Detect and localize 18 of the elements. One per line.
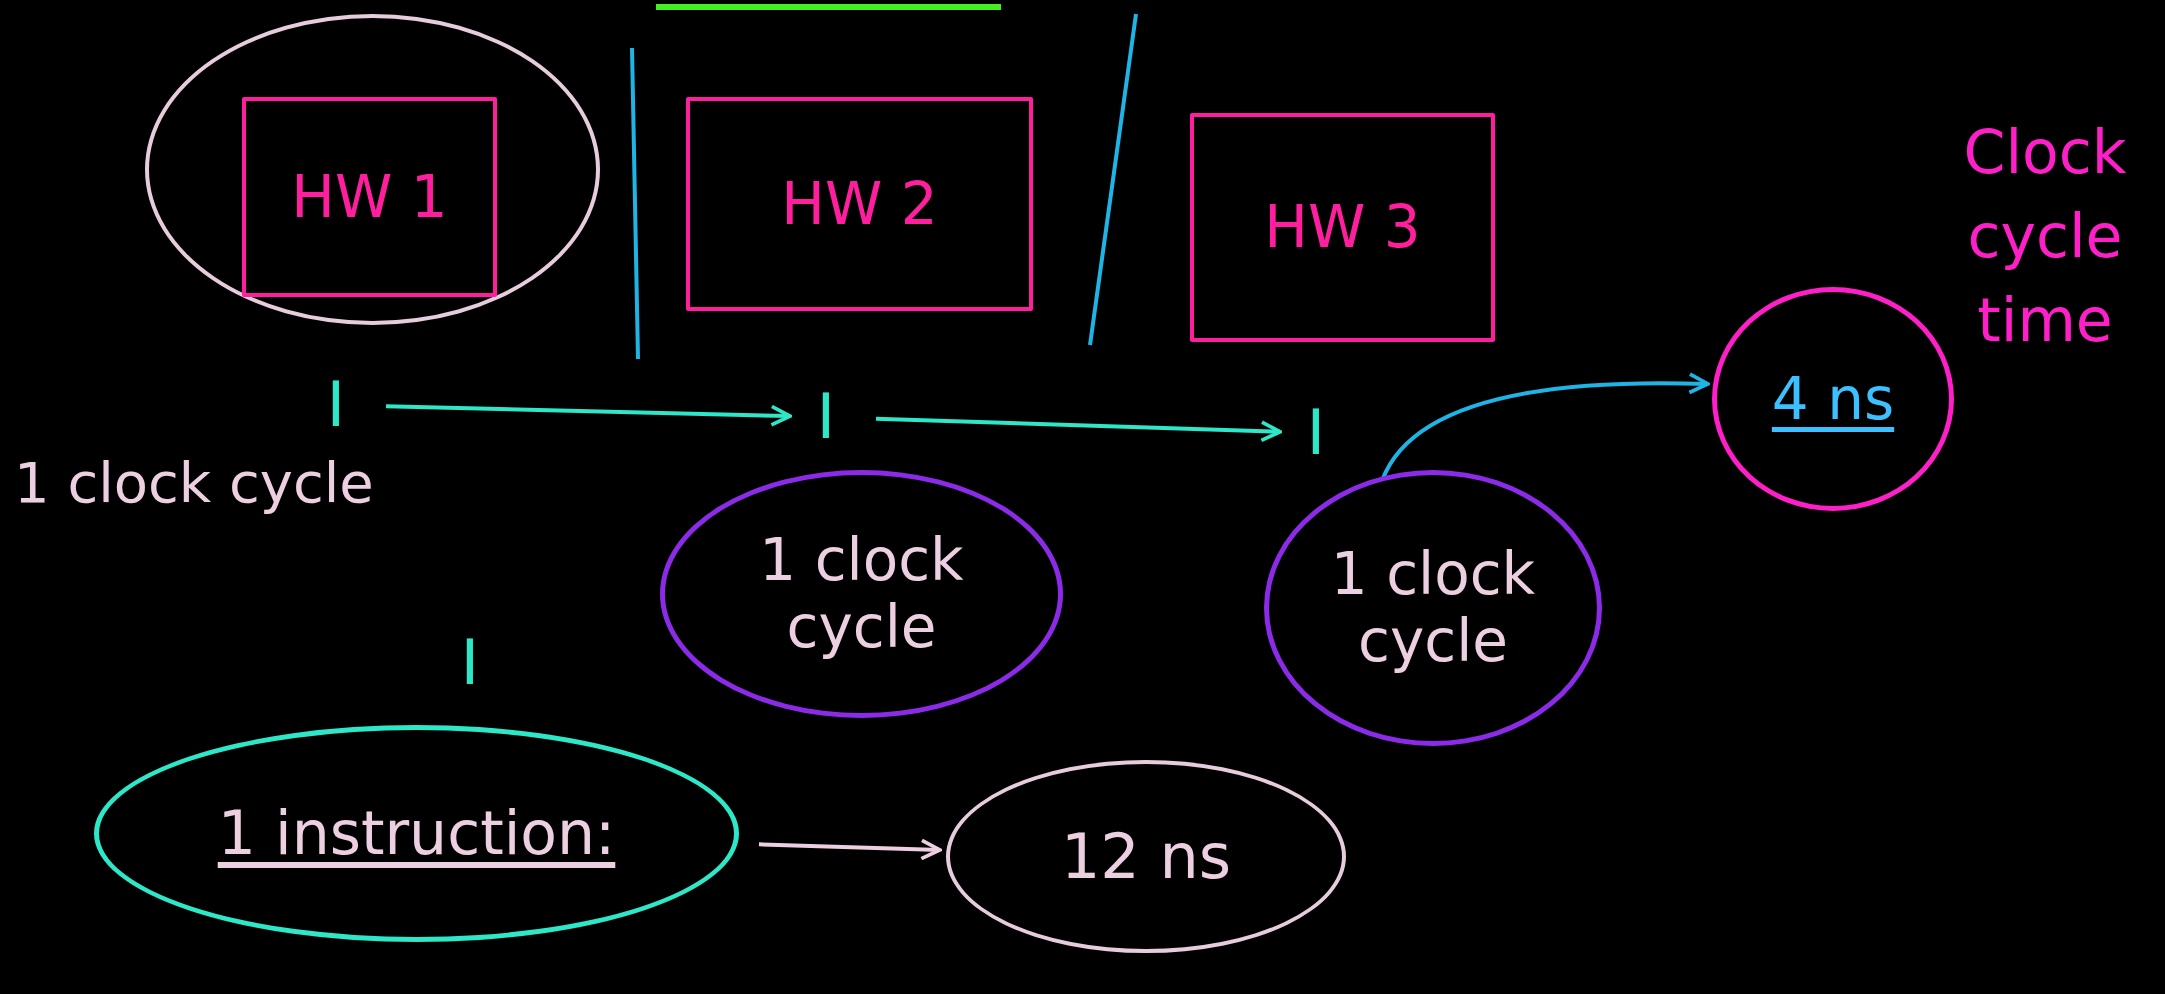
arrow xyxy=(875,416,1282,443)
arrow xyxy=(385,404,792,427)
instruction-ellipse: 1 instruction: xyxy=(94,725,739,942)
arrow xyxy=(758,838,942,861)
side-note: Clock cycle time xyxy=(1962,116,2128,357)
circled-note: 1 clock cycle xyxy=(1264,470,1602,746)
ellipse-outline xyxy=(145,14,600,325)
circled-value: 4 ns xyxy=(1712,287,1954,511)
hardware-box: HW 2 xyxy=(686,97,1033,311)
circled-note: 1 clock cycle xyxy=(660,470,1063,718)
instruction-letter: I xyxy=(306,370,366,440)
instruction-letter: I xyxy=(1286,398,1346,468)
result-ellipse: 12 ns xyxy=(946,760,1346,953)
instruction-letter: I xyxy=(796,382,856,452)
hardware-box: HW 3 xyxy=(1190,113,1495,342)
instruction-letter: I xyxy=(459,625,481,701)
note-text: 1 clock cycle xyxy=(14,450,374,515)
hardware-box: HW 1 xyxy=(242,97,497,297)
